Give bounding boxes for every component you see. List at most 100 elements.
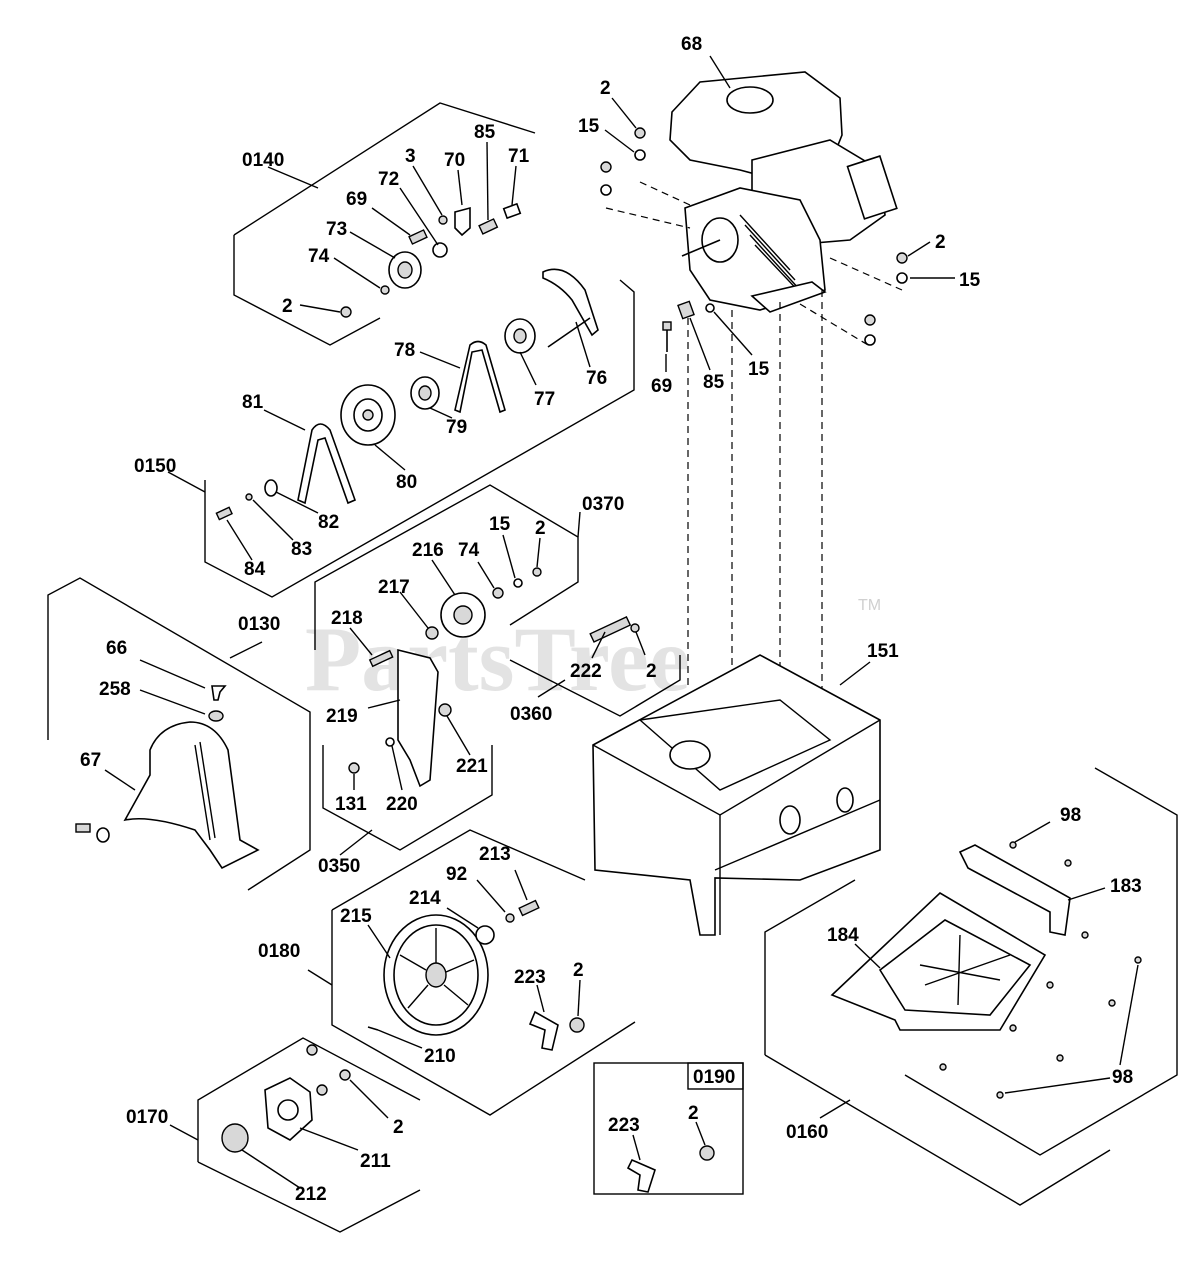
callout-98: 98 [1060, 805, 1081, 826]
frame-housing [592, 654, 881, 936]
callout-73: 73 [326, 219, 347, 240]
callout-2: 2 [646, 661, 657, 682]
group-0140-bracket-lower [233, 235, 381, 346]
callout-2: 2 [535, 518, 546, 539]
group-0350-leader [339, 829, 373, 856]
skid-plate-parts [830, 841, 1142, 1099]
engine-hardware [600, 127, 908, 352]
callout-220: 220 [386, 794, 418, 815]
group-label-0170: 0170 [126, 1107, 168, 1128]
group-label-0150: 0150 [134, 456, 176, 477]
callout-84: 84 [244, 559, 266, 580]
callout-3: 3 [405, 146, 416, 167]
callout-214: 214 [409, 888, 441, 909]
group-label-0370: 0370 [582, 494, 624, 515]
callout-211: 211 [360, 1151, 391, 1172]
callout-15: 15 [578, 116, 600, 137]
group-0160-bracket-lower [764, 1054, 1111, 1206]
callout-83: 83 [291, 539, 312, 560]
group-0370-bracket [314, 484, 579, 650]
group-0360-leader [537, 679, 566, 698]
group-0140-leader [267, 166, 319, 189]
callout-223: 223 [514, 967, 546, 988]
frame-151-leader [839, 661, 871, 686]
callout-15: 15 [959, 270, 981, 291]
group-0160-leader [819, 1099, 851, 1119]
callout-213: 213 [479, 844, 511, 865]
callout-70: 70 [444, 150, 465, 171]
callout-151: 151 [867, 641, 899, 662]
callout-212: 212 [295, 1184, 327, 1205]
group-0180-leader [307, 969, 333, 986]
callout-221: 221 [456, 756, 488, 777]
belt-cover-parts [75, 685, 260, 870]
callout-72: 72 [378, 169, 399, 190]
group-0350-bracket [322, 745, 493, 851]
callout-258: 258 [99, 679, 131, 700]
callout-15: 15 [748, 359, 770, 380]
group-0150-leaders [226, 321, 591, 561]
callout-76: 76 [586, 368, 607, 389]
group-0170-leaders [241, 1079, 389, 1189]
group-0160-bracket-upper [904, 767, 1178, 1156]
group-0180-bracket [331, 829, 586, 911]
watermark-trademark: TM [858, 597, 881, 614]
callout-217: 217 [378, 577, 410, 598]
callout-210: 210 [424, 1046, 456, 1067]
group-0360-bracket [509, 655, 681, 717]
callout-2: 2 [688, 1103, 699, 1124]
group-0130-bracket [47, 577, 311, 891]
group-0130-leader [229, 641, 263, 659]
callout-77: 77 [534, 389, 555, 410]
callout-78: 78 [394, 340, 415, 361]
idler-assembly-parts [348, 567, 640, 788]
callout-79: 79 [446, 417, 467, 438]
callout-215: 215 [340, 906, 372, 927]
callout-223: 223 [608, 1115, 640, 1136]
callout-69: 69 [346, 189, 367, 210]
callout-219: 219 [326, 706, 358, 727]
callout-131: 131 [335, 794, 367, 815]
callout-74: 74 [458, 540, 480, 561]
callout-71: 71 [508, 146, 530, 167]
group-label-0180: 0180 [258, 941, 300, 962]
group-0170-bracket [197, 1037, 421, 1162]
callout-81: 81 [242, 392, 264, 413]
callout-85: 85 [703, 372, 725, 393]
group-0160-bracket [764, 879, 856, 1055]
callout-218: 218 [331, 608, 363, 629]
group-label-0160: 0160 [786, 1122, 828, 1143]
group-0160-leaders [854, 821, 1139, 1094]
group-0180-leaders [367, 869, 581, 1049]
group-0370-leader [577, 511, 581, 538]
callout-74: 74 [308, 246, 330, 267]
engine-leaders [604, 55, 955, 372]
group-label-0360: 0360 [510, 704, 552, 725]
callout-92: 92 [446, 864, 467, 885]
callout-98: 98 [1112, 1067, 1133, 1088]
engine-assembly [669, 71, 898, 313]
callout-2: 2 [935, 232, 946, 253]
callout-2: 2 [393, 1117, 404, 1138]
callout-2: 2 [282, 296, 293, 317]
group-label-0140: 0140 [242, 150, 284, 171]
callout-15: 15 [489, 514, 511, 535]
callout-184: 184 [827, 925, 859, 946]
callout-68: 68 [681, 34, 702, 55]
callout-183: 183 [1110, 876, 1142, 897]
group-0140-bracket [233, 102, 536, 236]
callout-80: 80 [396, 472, 417, 493]
callout-66: 66 [106, 638, 127, 659]
engine-mounting-guides [605, 181, 903, 740]
drive-pulley-parts [215, 268, 599, 521]
group-0180-bracket-lower [331, 910, 636, 1116]
belt-tensioner-parts [340, 202, 522, 318]
kit-0190-parts [626, 1121, 715, 1193]
group-0190-tag [687, 1062, 744, 1090]
bearing-flange-parts [221, 1044, 351, 1153]
group-0370-leaders [349, 534, 646, 791]
group-label-0130: 0130 [238, 614, 280, 635]
group-label-0350: 0350 [318, 856, 360, 877]
